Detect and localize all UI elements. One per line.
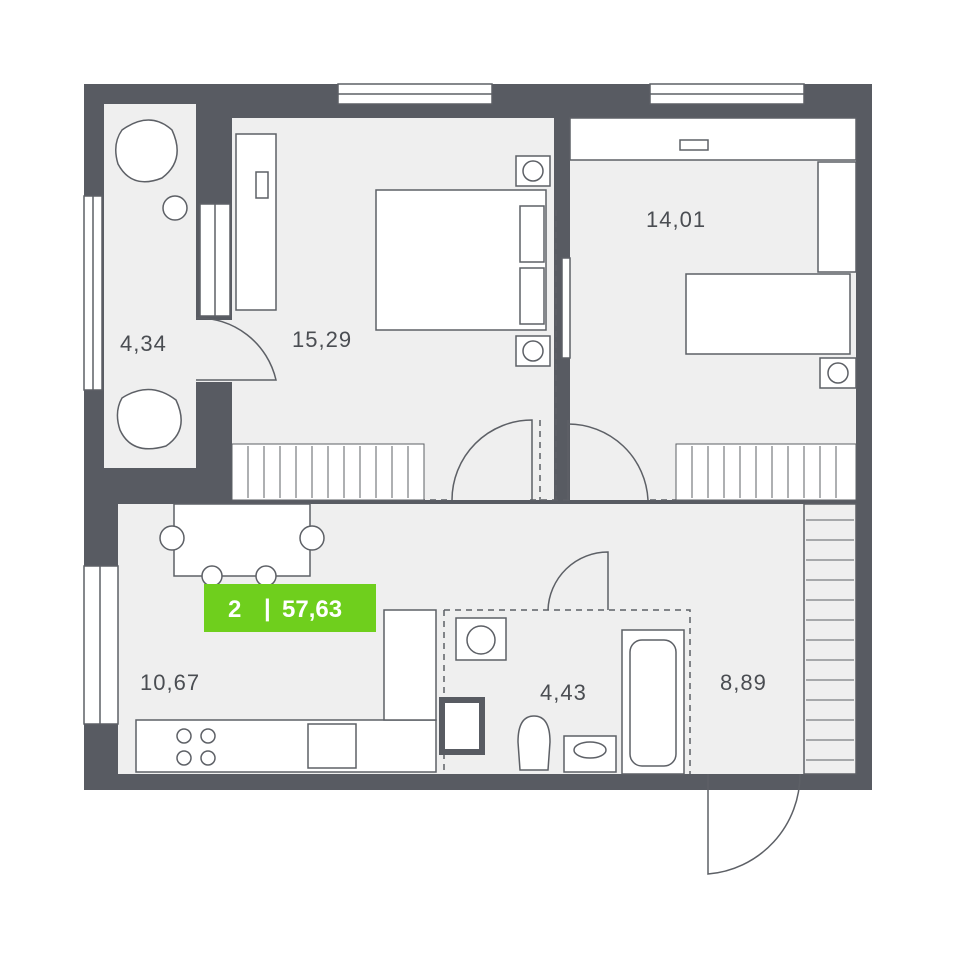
area-bedroom-second: 14,01 [646,207,706,232]
badge-total-area: 57,63 [282,596,342,623]
door-bedroom-second [567,420,649,501]
keyboard-second [679,139,709,151]
balcony-table [162,195,188,221]
area-hallway: 8,89 [720,670,767,695]
entrance-door [707,773,801,875]
door-bedroom-main [451,419,533,501]
hallway-wardrobe [803,503,857,775]
toilet [517,715,551,771]
desk-second [569,117,857,161]
area-bedroom-main: 15,29 [292,327,352,352]
wardrobe-hatching [231,443,857,761]
badge-rooms: 2 [228,596,241,623]
badge-separator: | [264,595,271,622]
dining-table [173,503,311,577]
door-balcony [195,317,277,381]
apartment-badge [204,584,376,632]
windows [83,83,805,725]
hall-connector-floor [196,320,276,382]
window-kitchen-left [83,565,119,725]
area-kitchen-living: 10,67 [140,670,200,695]
kitchen-sink [307,723,357,769]
fridge-column [383,609,437,721]
area-bathroom: 4,43 [540,680,587,705]
bed-main [375,189,547,331]
door-bathroom [547,551,609,611]
area-balcony: 4,34 [120,331,167,356]
desk-main [235,133,277,311]
bed-second [685,273,851,355]
balcony-chair-top [115,119,178,183]
furniture [115,117,857,775]
utility-shaft [439,697,485,755]
keyboard-main [255,171,269,199]
balcony-chair-bottom [116,388,182,450]
